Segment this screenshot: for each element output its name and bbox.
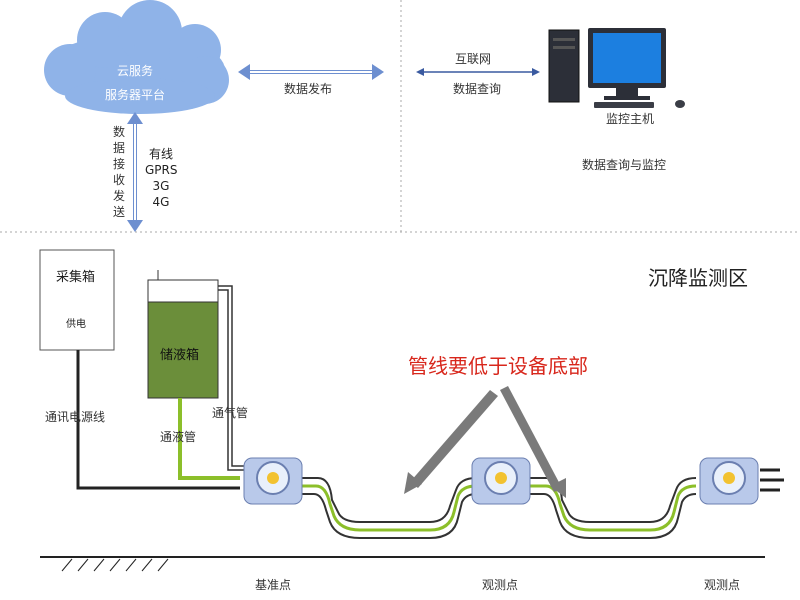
internet-label: 互联网 (455, 52, 492, 66)
publish-arrow (238, 64, 384, 80)
sensor-obs2 (699, 457, 759, 505)
cloud-sublabel: 服务器平台 (104, 88, 165, 102)
collector-sub: 供电 (66, 319, 86, 330)
liquid-pipe (178, 398, 240, 480)
computer-icon (548, 28, 685, 108)
tank-title: 储液箱 (160, 348, 200, 363)
cloud-label: 云服务 (116, 64, 153, 78)
gas-pipe-label: 通气管 (212, 406, 249, 420)
sensor-pipes (300, 468, 784, 539)
host-label: 监控主机 (606, 112, 655, 126)
publish-label: 数据发布 (284, 82, 333, 96)
sensor-base (243, 457, 303, 505)
ground-line (40, 556, 765, 572)
comm-power-label: 通讯电源线 (45, 410, 106, 424)
internet-arrow (416, 68, 540, 76)
base-point-label: 基准点 (255, 578, 292, 592)
cloud-icon (44, 0, 229, 114)
collector-box (39, 249, 115, 351)
comm-power-line (76, 350, 240, 490)
query-label: 数据查询 (453, 82, 502, 96)
region-title: 沉降监测区 (648, 266, 748, 290)
storage-tank (147, 270, 219, 399)
receive-vertical-text: 数 据 接 收 发 送 (112, 125, 125, 219)
warning-arrows (404, 386, 566, 498)
gas-pipe (218, 289, 246, 471)
obs-point-1-label: 观测点 (482, 578, 519, 592)
collector-title: 采集箱 (56, 270, 96, 285)
sensor-obs1 (471, 457, 531, 505)
receive-arrow (127, 112, 143, 232)
warning-text: 管线要低于设备底部 (408, 354, 588, 378)
liquid-pipe-label: 通液管 (160, 430, 197, 444)
transport-methods: 有线 GPRS 3G 4G (145, 147, 178, 209)
obs-point-2-label: 观测点 (704, 578, 741, 592)
host-caption: 数据查询与监控 (582, 158, 667, 172)
